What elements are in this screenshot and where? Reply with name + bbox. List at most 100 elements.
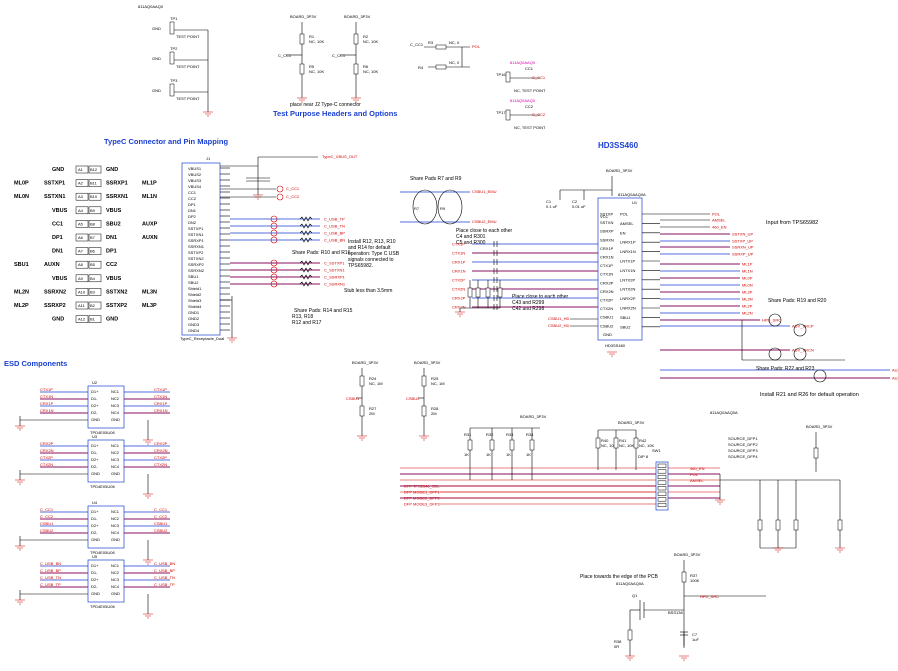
j1-pin-label: VBUS4 (188, 184, 202, 189)
esd-net-left: C_CC2 (40, 514, 54, 519)
svg-text:operation: Type C USB: operation: Type C USB (348, 251, 400, 257)
right-net-label: SSTXP_UP (732, 239, 753, 244)
esd-net-right: C_USB_BP (154, 568, 175, 573)
svg-text:R25: R25 (431, 376, 439, 381)
svg-text:R31: R31 (464, 432, 472, 437)
svg-text:C4 and R301: C4 and R301 (456, 234, 486, 240)
pin-b: B7 (90, 235, 96, 240)
hd-right-pin: LNRX1P (620, 240, 636, 245)
sbu-divider-group: BOARD_3P3V R24 NC, 1M CSBU1 R27 2M BOARD… (346, 360, 445, 441)
svg-text:D2+: D2+ (91, 523, 99, 528)
pin-b: B2 (90, 303, 96, 308)
pin-map-alt-right: AUXP (142, 221, 158, 227)
j1-pin-label: VBUS2 (188, 172, 202, 177)
cap-net-left: CTX1N (452, 251, 465, 256)
connector-j1: J1 VBUS1VBUS2VBUS3VBUS4CC1CC2DP1DN1DP2DN… (180, 154, 358, 343)
svg-text:R4: R4 (418, 65, 424, 70)
svg-text:R32: R32 (486, 432, 494, 437)
usb-net-label: C_SSTXP1 (324, 261, 345, 266)
pin-map-left: GND (52, 167, 64, 173)
hd-right-pin: SBU1 (620, 315, 631, 320)
svg-text:NC1: NC1 (111, 509, 120, 514)
svg-text:D1-: D1- (91, 516, 98, 521)
pin-map-left: AUXN (44, 262, 60, 268)
tp1-ref: TP1 (170, 16, 178, 21)
pin-a: A9 (78, 276, 84, 281)
svg-text:460_EN: 460_EN (690, 466, 705, 471)
svg-text:Q1: Q1 (632, 593, 638, 598)
pin-a: A1 (78, 167, 84, 172)
svg-text:GND: GND (111, 417, 120, 422)
pin-a: A2 (78, 181, 84, 186)
pin-map-left: SSRXN2 (44, 289, 66, 295)
input-note: Input from TPS65982 (766, 220, 818, 226)
j1-pin-label: Shield4 (188, 304, 202, 309)
svg-text:C_CC1: C_CC1 (332, 53, 346, 58)
pin-map-right: SSRXN1 (106, 194, 128, 200)
typec-title: TypeC Connector and Pin Mapping (104, 137, 228, 146)
svg-text:BOARD_3P3V: BOARD_3P3V (806, 424, 833, 429)
svg-text:TP16: TP16 (496, 72, 506, 77)
usb-net-label: C_USB_BN (324, 238, 345, 243)
svg-text:VCC: VCC (600, 214, 609, 219)
svg-text:NC2: NC2 (111, 516, 120, 521)
svg-text:NC, 10K: NC, 10K (309, 69, 324, 74)
cap-net-left: CRX1N (452, 269, 466, 274)
cc-divider-group: BOARD_3P3V R1 NC, 10K C_CC1 R5 NC, 10K B… (278, 14, 481, 103)
svg-text:R40: R40 (601, 438, 609, 443)
esd-part: TPD4E05U06 (90, 550, 115, 555)
esd-net-left: C_CC1 (40, 507, 54, 512)
hd-right-pin: EN (620, 230, 626, 235)
hd-right-pin: LNRX2P (620, 296, 636, 301)
hd-right-pin: SBU2 (620, 324, 631, 329)
pwr-label-1: BOARD_3P3V (290, 14, 317, 19)
svg-text:2M: 2M (431, 411, 437, 416)
svg-text:NC, 10K: NC, 10K (639, 443, 654, 448)
hd-left-pin: CSBU1 (600, 315, 614, 320)
svg-text:CSBU1_EMU: CSBU1_EMU (472, 189, 497, 194)
svg-text:R7: R7 (414, 206, 420, 211)
j1-pin-label: Shield3 (188, 298, 202, 303)
pin-map-alt-left: ML2P (14, 303, 29, 309)
hpd-mosfet-group: Place towards the edge of the PCB BOARD_… (580, 552, 766, 661)
pin-map-left: VBUS (52, 276, 68, 282)
svg-text:NC2: NC2 (111, 570, 120, 575)
svg-text:NC4: NC4 (111, 410, 120, 415)
esd-net-right: C_CC2 (154, 514, 168, 519)
svg-text:GND: GND (91, 537, 100, 542)
cap-net-left: CRX1P (452, 260, 466, 265)
right-net-label: ML0N (742, 283, 753, 288)
svg-text:R38: R38 (614, 639, 622, 644)
right-net-label: HPD_SRC (762, 318, 781, 323)
j1-pin-label: GND2 (188, 316, 200, 321)
pin-a: A3 (78, 194, 84, 199)
svg-text:NC1: NC1 (111, 563, 120, 568)
svg-text:GND: GND (91, 591, 100, 596)
esd-net-left: CTX2P (40, 455, 53, 460)
esd-net-left: CRX2N (40, 448, 54, 453)
svg-text:1K: 1K (506, 452, 511, 457)
svg-text:NC1: NC1 (111, 389, 120, 394)
ac-coupling-group: Share Pads R7 and R9 CSBU1_EMU CSBU2_EMU… (400, 176, 568, 312)
hd-ref: U1 (632, 200, 638, 205)
vbus-out-label: TypeC_VBUS_OUT (322, 154, 358, 159)
close-note-1: Place close to each other (456, 228, 512, 234)
esd-net-left: CTX1P (40, 387, 53, 392)
bottom-part: BSS138 (668, 610, 683, 615)
svg-text:1K: 1K (526, 452, 531, 457)
pin-map-right: VBUS (106, 208, 122, 214)
svg-text:NC1: NC1 (111, 443, 120, 448)
j1-pin-label: SSRXN2 (188, 268, 205, 273)
csbu2-hd: CSBU2_HD (548, 323, 569, 328)
svg-text:GND: GND (91, 417, 100, 422)
usb-net-label: C_USB_TP (324, 217, 345, 222)
esd-ref: U4 (92, 500, 98, 505)
svg-text:C_CC1: C_CC1 (410, 42, 424, 47)
esd-net-left: C_USB_TP (40, 582, 61, 587)
esd-ref: U3 (92, 434, 98, 439)
